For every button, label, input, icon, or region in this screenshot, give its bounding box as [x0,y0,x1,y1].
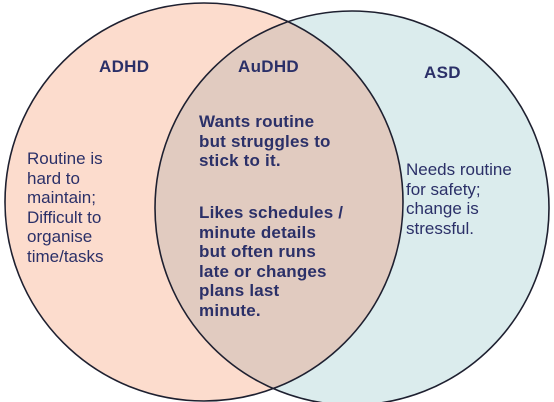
adhd-outline [4,2,404,402]
asd-outline [154,10,550,402]
overlap-region [155,11,403,401]
audhd-label: AuDHD [238,57,299,76]
asd-description: Needs routine for safety; change is stre… [406,160,512,238]
audhd-description-routine: Wants routine but struggles to stick to … [199,112,331,170]
adhd-label: ADHD [99,57,150,76]
asd-label: ASD [424,63,461,82]
audhd-description-schedules: Likes schedules / minute details but oft… [199,203,344,320]
adhd-description: Routine is hard to maintain; Difficult t… [27,149,104,266]
